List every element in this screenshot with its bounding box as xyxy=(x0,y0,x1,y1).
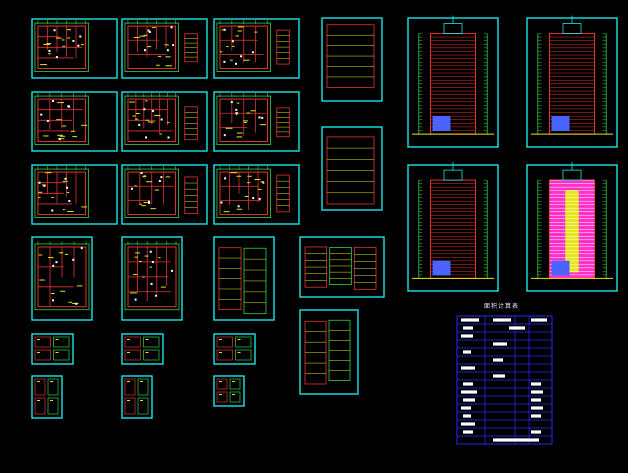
detail-sheet[interactable] xyxy=(299,309,359,395)
floor-plan-sheet[interactable] xyxy=(31,18,118,79)
floor-plan-sheet[interactable] xyxy=(31,164,118,225)
elevation-sheet[interactable] xyxy=(407,162,499,292)
floor-plan-sheet[interactable] xyxy=(121,164,208,225)
area-table-title: 面积计算表 xyxy=(484,303,520,310)
detail-sheet[interactable] xyxy=(121,333,164,365)
floor-plan-sheet[interactable] xyxy=(213,18,300,79)
detail-sheet[interactable] xyxy=(299,236,385,298)
detail-sheet[interactable] xyxy=(213,236,275,321)
floor-plan-sheet[interactable] xyxy=(121,236,183,321)
floor-plan-sheet[interactable] xyxy=(31,236,93,321)
detail-sheet[interactable] xyxy=(31,333,74,365)
floor-plan-sheet[interactable] xyxy=(213,91,300,152)
detail-sheet[interactable] xyxy=(213,375,245,407)
detail-sheet[interactable] xyxy=(213,333,256,365)
detail-sheet[interactable] xyxy=(321,17,383,102)
elevation-sheet[interactable] xyxy=(407,15,499,148)
elevation-sheet[interactable] xyxy=(526,162,618,292)
area-table xyxy=(456,315,553,445)
floor-plan-sheet[interactable] xyxy=(213,164,300,225)
detail-sheet[interactable] xyxy=(121,375,153,419)
detail-sheet[interactable] xyxy=(31,375,63,419)
floor-plan-sheet[interactable] xyxy=(121,91,208,152)
floor-plan-sheet[interactable] xyxy=(31,91,118,152)
elevation-sheet[interactable] xyxy=(526,15,618,148)
floor-plan-sheet[interactable] xyxy=(121,18,208,79)
detail-sheet[interactable] xyxy=(321,126,383,211)
